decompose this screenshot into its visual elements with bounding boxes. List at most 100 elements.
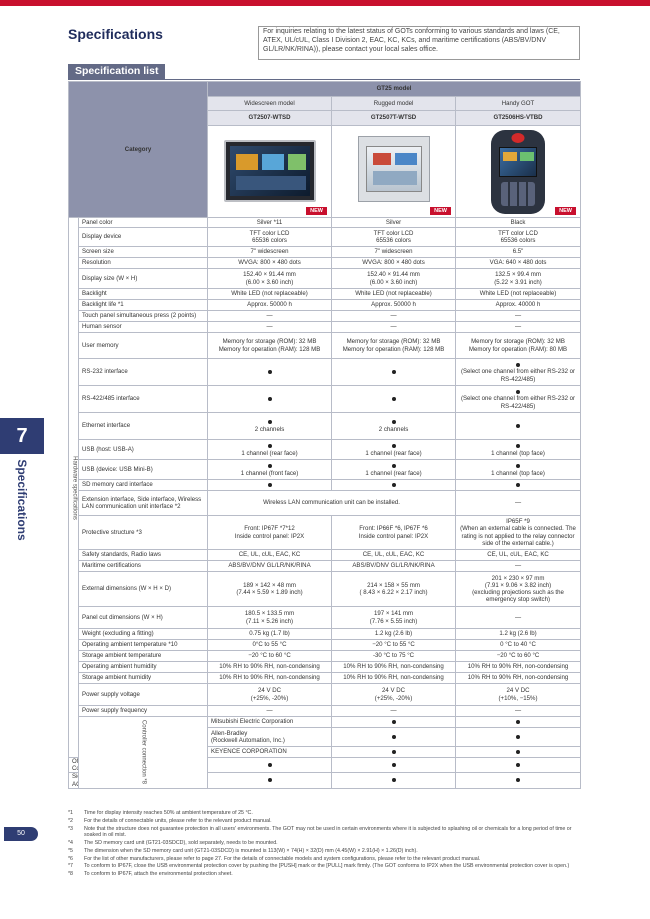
top-accent-bar (0, 0, 650, 6)
row-label: Screen size (77, 246, 209, 258)
row-label: Maritime certifications (77, 560, 209, 572)
supported-dot-icon (391, 482, 396, 487)
footnote-mark: *6 (68, 855, 74, 862)
new-badge: NEW (430, 206, 452, 215)
cell: −20 °C to 60 °C (207, 650, 333, 662)
row-label: Protective structure *3 (77, 515, 209, 550)
cell-note: 1 channel (top face) (491, 449, 545, 457)
cell: Silver (331, 217, 457, 228)
supported-dot-icon (516, 463, 521, 468)
new-badge: NEW (555, 206, 577, 215)
supported-dot-icon (391, 719, 396, 724)
cell-note: 2 channels (254, 426, 285, 433)
cell (331, 746, 457, 758)
footnote-text: For the details of connectable units, pl… (84, 817, 272, 824)
cell-note: 2 channels (378, 426, 409, 433)
cell: 1.2 kg (2.6 lb) (455, 628, 582, 640)
cell: 0.75 kg (1.7 lb) (207, 628, 333, 640)
cell: Silver *11 (207, 217, 333, 228)
cell: — (455, 705, 582, 717)
supported-dot-icon (516, 778, 521, 783)
emergency-stop-icon (511, 133, 525, 143)
row-label: Allen-Bradley (Rockwell Automation, Inc.… (207, 727, 333, 747)
cell: Approx. 50000 h (207, 299, 333, 311)
cell: Memory for storage (ROM): 32 MB Memory f… (455, 332, 582, 359)
cell (207, 385, 333, 413)
cell (331, 716, 457, 728)
footnote-text: To conform to IP67F, attach the environm… (84, 871, 233, 878)
cell: White LED (not replaceable) (207, 288, 333, 300)
cell: Memory for storage (ROM): 32 MB Memory f… (331, 332, 457, 359)
row-label: SD memory card interface (77, 479, 209, 491)
footnote-text: The SD memory card unit (GT21-03SDCD), s… (84, 840, 278, 846)
cell: 1 channel (top face) (455, 439, 582, 460)
supported-dot-icon (267, 369, 272, 374)
cell: 1 channel (rear face) (207, 439, 333, 460)
cell: 1 channel (rear face) (331, 459, 457, 480)
cell (331, 727, 457, 747)
footnote-mark: *5 (68, 847, 74, 854)
col-model-1: GT2507-WTSD (207, 110, 333, 126)
cell (331, 756, 457, 774)
product-image-1: NEW (207, 125, 333, 218)
cell: Front: IP66F *6, IP67F *6 Inside control… (331, 515, 457, 550)
cell: CE, UL, cUL, EAC, KC (455, 549, 582, 561)
cell (455, 746, 582, 758)
supported-dot-icon (516, 482, 521, 487)
row-label: Siemens AG (68, 772, 79, 789)
cell: CE, UL, cUL, EAC, KC (207, 549, 333, 561)
supported-dot-icon (391, 420, 396, 425)
footnote-mark: *4 (68, 840, 74, 846)
footnote: *6 For the list of other manufacturers, p… (68, 856, 580, 863)
cell: 10% RH to 90% RH, non-condensing (207, 661, 333, 673)
cell: 24 V DC (+25%, -20%) (331, 683, 457, 706)
supported-dot-icon (516, 443, 521, 448)
cell: — (455, 560, 582, 572)
cell: 1 channel (rear face) (331, 439, 457, 460)
row-label: User memory (77, 332, 209, 359)
row-label: Touch panel simultaneous press (2 points… (77, 310, 209, 322)
cell: TFT color LCD 65536 colors (331, 227, 457, 247)
inquiry-note: For inquiries relating to the latest sta… (258, 26, 580, 60)
row-label: External dimensions (W × H × D) (77, 571, 209, 607)
row-label: KEYENCE CORPORATION (207, 746, 333, 758)
cell-note: 1 channel (front face) (240, 469, 299, 477)
supported-dot-icon (391, 463, 396, 468)
supported-dot-icon (267, 443, 272, 448)
row-label: Human sensor (77, 321, 209, 333)
cell: — (207, 705, 333, 717)
cell (455, 756, 582, 774)
footnote-text: To conform to IP67F, close the USB envir… (84, 863, 570, 870)
col-model-3: GT2506HS-VTBD (455, 110, 582, 126)
supported-dot-icon (267, 482, 272, 487)
row-label: Panel cut dimensions (W × H) (77, 606, 209, 629)
supported-dot-icon (391, 443, 396, 448)
cell (455, 716, 582, 728)
supported-dot-icon (391, 396, 396, 401)
cell: ABS/BV/DNV GL/LR/NK/RINA (331, 560, 457, 572)
cell: 1 channel (front face) (207, 459, 333, 480)
cell: — (207, 321, 333, 333)
footnote-text: Note that the structure does not guarant… (84, 825, 572, 839)
new-badge: NEW (306, 206, 328, 215)
supported-dot-icon (267, 396, 272, 401)
row-label: Safety standards, Radio laws (77, 549, 209, 561)
footnote-text: For the list of other manufacturers, ple… (84, 855, 481, 862)
row-label: Resolution (77, 257, 209, 269)
row-label: Power supply voltage (77, 683, 209, 706)
supported-dot-icon (267, 463, 272, 468)
cell: (Select one channel from either RS-232 o… (455, 385, 582, 413)
cell: White LED (not replaceable) (331, 288, 457, 300)
row-label: Display size (W × H) (77, 268, 209, 289)
cell: WVGA: 800 × 480 dots (207, 257, 333, 269)
supported-dot-icon (267, 420, 272, 425)
cell: 6.5" (455, 246, 582, 258)
supported-dot-icon (516, 389, 521, 394)
cell: 10% RH to 90% RH, non-condensing (331, 661, 457, 673)
footnote-text: Time for display intensity reaches 50% a… (84, 810, 253, 816)
row-label: RS-422/485 interface (77, 385, 209, 413)
